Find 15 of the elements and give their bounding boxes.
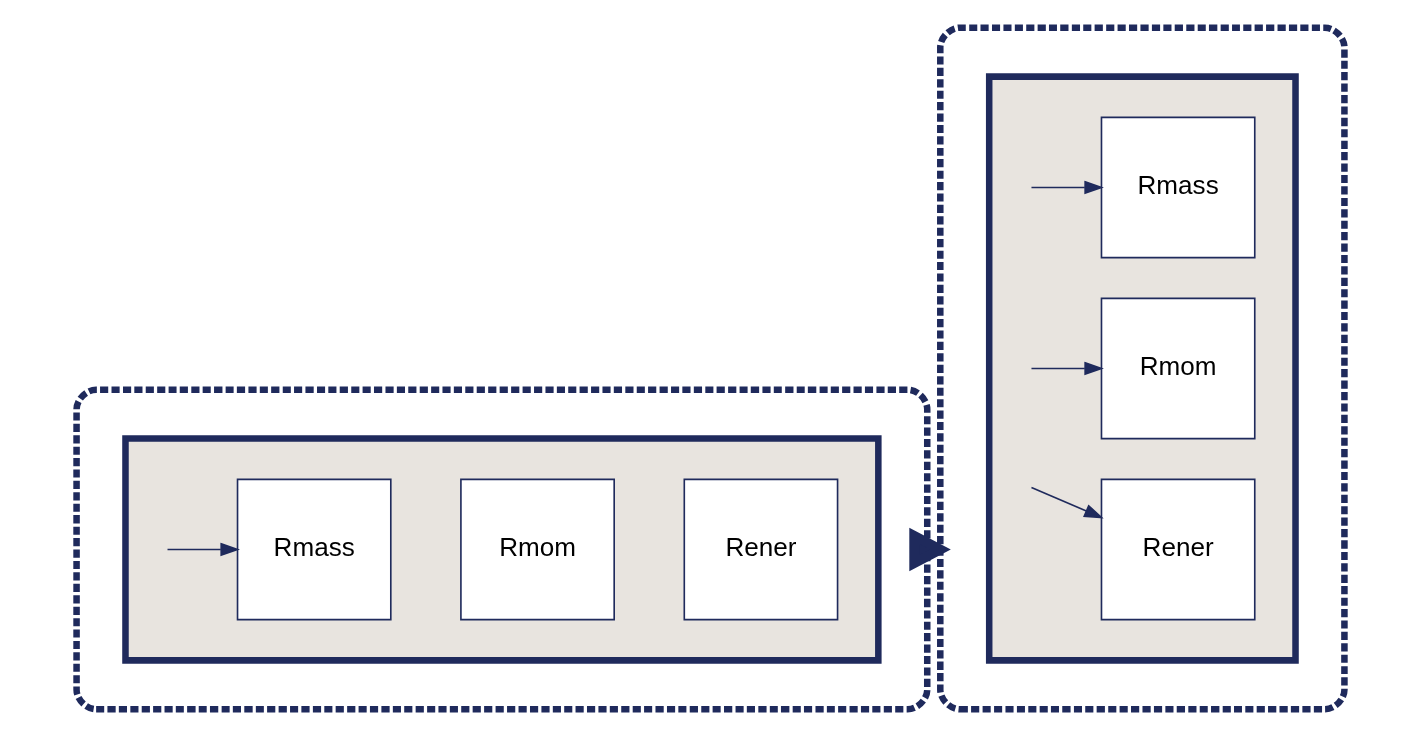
arrow	[166, 542, 240, 557]
arrow	[1030, 486, 1104, 519]
arrow	[908, 527, 951, 572]
node-box: Rmass	[1100, 116, 1256, 259]
node-box: Rmom	[459, 478, 615, 621]
arrow	[1030, 361, 1104, 376]
cluster	[121, 435, 882, 664]
arrow	[1030, 180, 1104, 195]
node-box: Rener	[683, 478, 838, 621]
node-box: Rener	[1100, 478, 1256, 621]
cluster	[72, 386, 930, 713]
node-box: Rmom	[1100, 297, 1256, 440]
node-box: Rmass	[236, 478, 392, 621]
cluster	[936, 24, 1348, 713]
cluster	[985, 73, 1299, 664]
